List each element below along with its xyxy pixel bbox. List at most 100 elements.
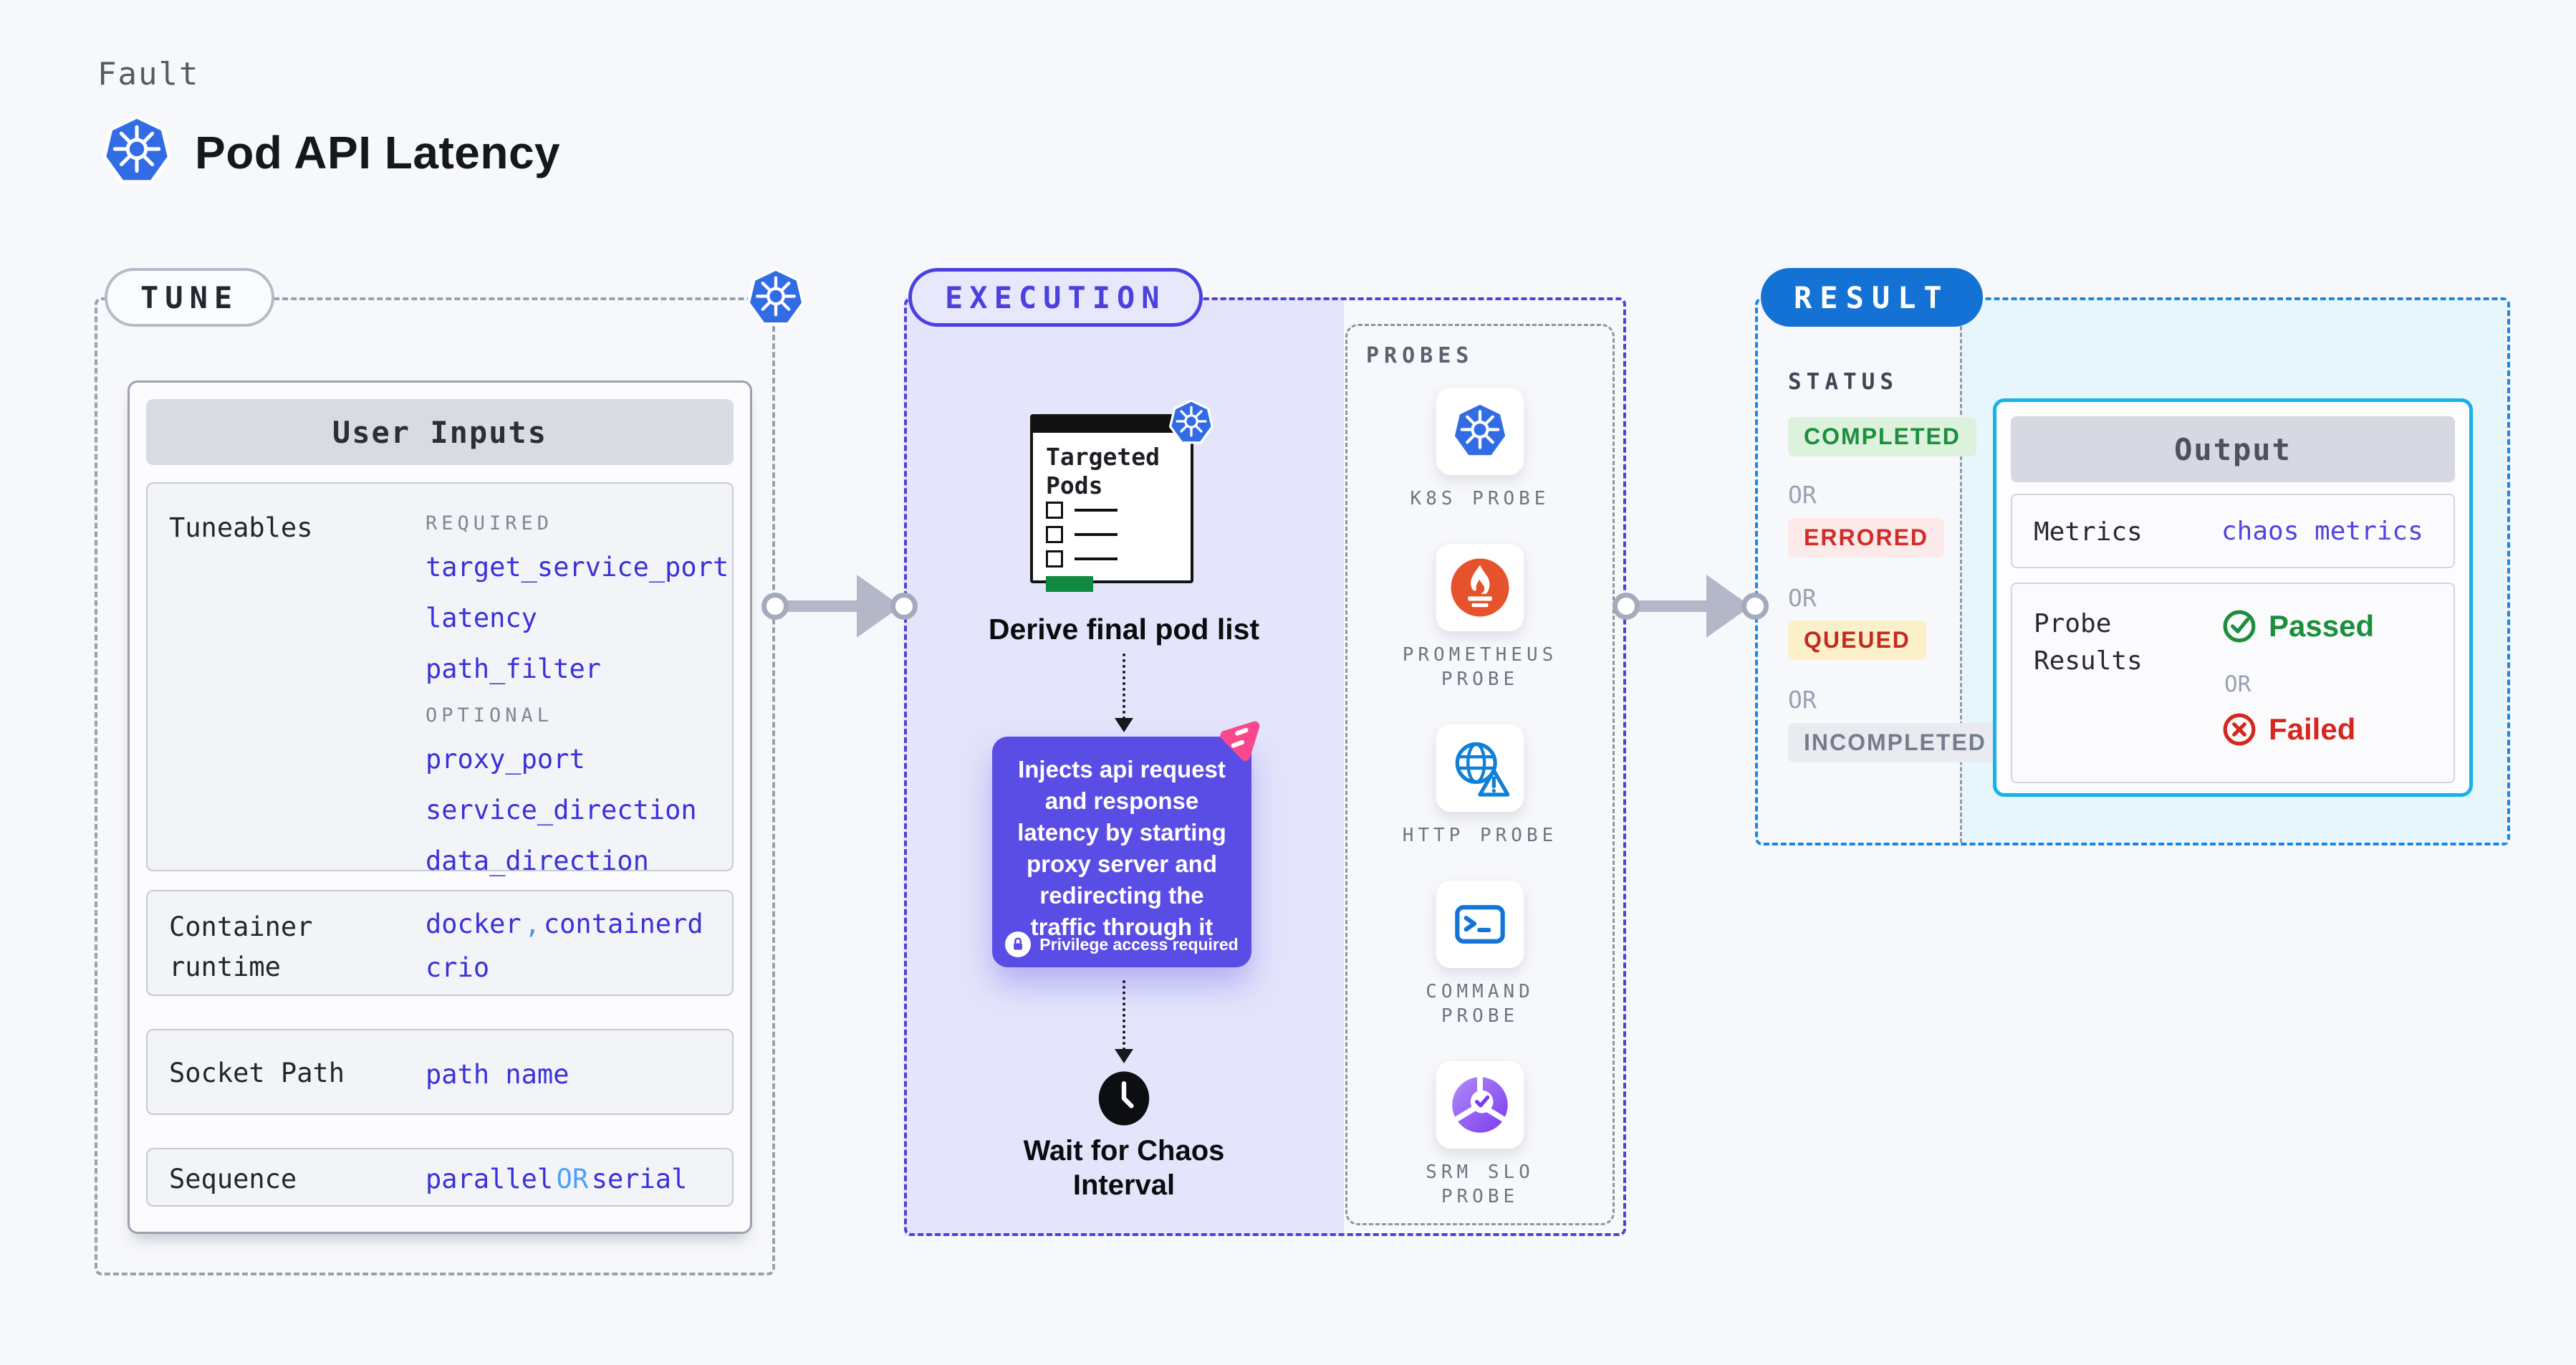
result-badge: RESULT xyxy=(1761,268,1983,327)
status-or: OR xyxy=(1788,686,1817,714)
tunable-item: data_direction xyxy=(426,846,649,876)
kubernetes-icon xyxy=(745,267,807,330)
fault-eyebrow: Fault xyxy=(97,56,200,92)
kubernetes-icon xyxy=(1168,398,1215,447)
status-badge: COMPLETED xyxy=(1788,417,1976,456)
inject-step-text: Injects api request and response latency… xyxy=(1017,756,1226,940)
runtime-value: crio xyxy=(426,952,490,983)
sequence-label: Sequence xyxy=(169,1164,297,1194)
container-runtime-label: Container runtime xyxy=(169,911,313,982)
sequence-value: parallel xyxy=(426,1164,554,1194)
probes-section-box: PROBES K8S PROBE PROMETHEUS PROBE HTTP P… xyxy=(1345,324,1615,1225)
probe-label: HTTP PROBE xyxy=(1402,825,1558,846)
connector-ring-icon xyxy=(761,593,789,620)
runtime-value: docker xyxy=(426,909,522,939)
clock-icon xyxy=(1095,1068,1153,1129)
dotted-connector xyxy=(1123,980,1125,1050)
kubernetes-icon xyxy=(100,113,173,189)
probe-label: PROMETHEUS PROBE xyxy=(1402,644,1558,690)
pod-checklist-row xyxy=(1046,502,1118,519)
failed-label: Failed xyxy=(2269,712,2356,746)
list-line xyxy=(1075,557,1118,560)
probe-results-or: OR xyxy=(2224,671,2251,697)
page-title: Pod API Latency xyxy=(195,127,561,178)
failed-row: Failed xyxy=(2221,712,2355,747)
container-runtime-values: docker , containerd crio xyxy=(426,909,703,983)
dotted-arrowhead-icon xyxy=(1115,1049,1133,1063)
terminal-icon xyxy=(1436,881,1524,968)
probe-results-row: Probe Results Passed OR Failed xyxy=(2011,583,2455,783)
probe-label: COMMAND PROBE xyxy=(1426,981,1534,1027)
status-badge: INCOMPLETED xyxy=(1788,723,2002,762)
connector-ring-icon xyxy=(890,593,918,620)
probe-results-label: Probe Results xyxy=(2034,609,2143,676)
privilege-note: Privilege access required xyxy=(992,931,1251,957)
status-or: OR xyxy=(1788,481,1817,509)
metrics-row: Metrics chaos metrics xyxy=(2011,494,2455,568)
connector-ring-icon xyxy=(1613,593,1640,620)
probe-item: PROMETHEUS PROBE xyxy=(1383,544,1577,691)
checkbox-icon xyxy=(1046,550,1063,567)
checkbox-icon xyxy=(1046,502,1063,519)
probes-title: PROBES xyxy=(1366,343,1474,368)
targeted-pods-title: Targeted Pods xyxy=(1046,443,1160,499)
check-circle-icon xyxy=(2221,608,2257,644)
inject-step-card: Injects api request and response latency… xyxy=(992,737,1251,967)
targeted-pods-card: Targeted Pods xyxy=(1030,414,1193,592)
tunable-item: proxy_port xyxy=(426,744,585,775)
optional-group-label: OPTIONAL xyxy=(426,704,554,727)
passed-label: Passed xyxy=(2269,609,2375,643)
tune-section-box xyxy=(95,297,775,1275)
required-group-label: REQUIRED xyxy=(426,512,554,535)
connector-ring-icon xyxy=(1741,593,1769,620)
output-header: Output xyxy=(2011,416,2455,482)
socket-path-value: path name xyxy=(426,1059,569,1090)
tune-badge: TUNE xyxy=(105,268,275,327)
flow-arrow xyxy=(785,600,864,612)
sequence-value: serial xyxy=(591,1164,688,1194)
litmus-chaos-icon xyxy=(1216,718,1260,762)
status-or: OR xyxy=(1788,584,1817,612)
privilege-label: Privilege access required xyxy=(1039,934,1239,954)
list-line xyxy=(1075,533,1118,536)
tunable-item: latency xyxy=(426,603,537,633)
container-runtime-row: Container runtime docker , containerd cr… xyxy=(146,890,734,996)
x-circle-icon xyxy=(2221,712,2257,747)
lock-icon xyxy=(1005,931,1032,957)
pod-checklist-row xyxy=(1046,526,1118,543)
probe-label: K8S PROBE xyxy=(1410,488,1550,509)
checkbox-icon xyxy=(1046,526,1063,543)
prometheus-icon xyxy=(1436,544,1524,631)
probe-item: HTTP PROBE xyxy=(1403,724,1558,848)
execution-section-box xyxy=(904,297,1626,1236)
wait-chaos-interval-label: Wait for Chaos Interval xyxy=(1023,1135,1225,1201)
user-inputs-header: User Inputs xyxy=(146,399,734,465)
output-card: Output Metrics chaos metrics Probe Resul… xyxy=(1993,398,2473,797)
tunable-item: target_service_port xyxy=(426,552,729,583)
runtime-separator: , xyxy=(524,909,541,939)
passed-row: Passed xyxy=(2221,608,2374,644)
dotted-arrowhead-icon xyxy=(1115,718,1133,732)
http-globe-warning-icon xyxy=(1436,724,1524,812)
user-inputs-card: User Inputs Tuneables REQUIRED target_se… xyxy=(128,380,752,1234)
tuneables-row: Tuneables REQUIRED target_service_port l… xyxy=(146,482,734,876)
socket-path-label: Socket Path xyxy=(169,1058,345,1088)
socket-path-row: Socket Path path name xyxy=(146,1029,734,1115)
list-line xyxy=(1075,509,1118,512)
execution-badge: EXECUTION xyxy=(908,268,1203,327)
status-label: STATUS xyxy=(1788,369,1898,395)
probe-item: SRM SLO PROBE xyxy=(1401,1061,1559,1209)
kubernetes-icon xyxy=(1436,388,1524,475)
probe-item: COMMAND PROBE xyxy=(1401,881,1559,1028)
probe-item: K8S PROBE xyxy=(1410,388,1550,511)
tunable-item: service_direction xyxy=(426,795,697,825)
pod-checklist-row xyxy=(1046,550,1118,567)
sequence-or: OR xyxy=(556,1164,589,1194)
flow-arrow xyxy=(1636,600,1712,612)
sequence-values: parallel OR serial xyxy=(426,1164,687,1194)
probe-label: SRM SLO PROBE xyxy=(1426,1162,1534,1207)
probe-list: K8S PROBE PROMETHEUS PROBE HTTP PROBE CO… xyxy=(1347,388,1613,1242)
derive-pod-list-label: Derive final pod list xyxy=(988,613,1260,646)
status-badge: ERRORED xyxy=(1788,518,1945,557)
